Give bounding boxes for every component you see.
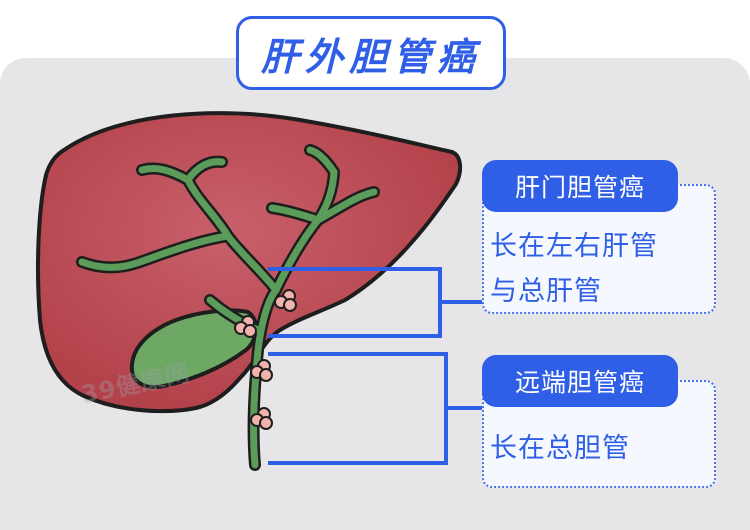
title-box: 肝外胆管癌 xyxy=(236,16,506,90)
card-distal-heading: 远端胆管癌 xyxy=(482,355,678,407)
tumor-distal-2 xyxy=(250,407,273,430)
tumor-hilar-1 xyxy=(274,289,297,312)
gallbladder xyxy=(129,308,258,389)
card-hilar-description: 长在左右肝管 与总肝管 xyxy=(490,231,658,307)
card-distal-description: 长在总胆管 xyxy=(490,433,630,464)
bile-duct-tree xyxy=(76,144,380,471)
tumors xyxy=(234,289,297,430)
card-hilar-heading: 肝门胆管癌 xyxy=(482,160,678,212)
page-title: 肝外胆管癌 xyxy=(260,34,481,79)
tumor-distal-1 xyxy=(250,359,273,382)
tumor-hilar-2 xyxy=(234,315,257,338)
bracket-distal xyxy=(268,352,448,465)
callout-brackets xyxy=(268,267,482,465)
